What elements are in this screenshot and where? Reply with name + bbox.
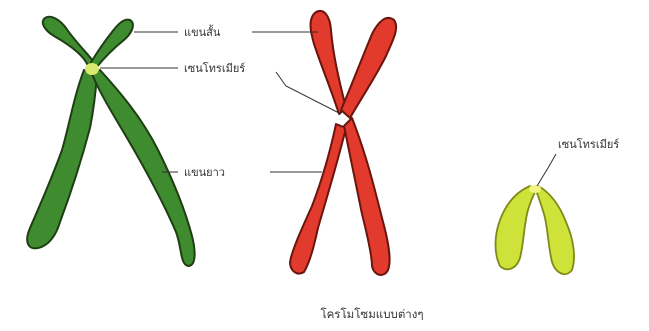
- label-long-arm: แขนยาว: [184, 166, 225, 179]
- green-centromere: [85, 63, 99, 75]
- yellow-chromosome: [496, 186, 575, 274]
- red-upper-left-arm: [311, 11, 347, 114]
- green-upper-left-arm: [43, 17, 94, 66]
- red-lower-left-arm: [290, 124, 346, 274]
- yellow-right-arm: [536, 186, 574, 274]
- label-centromere: เซนโทรเมียร์: [184, 61, 245, 75]
- green-upper-right-arm: [90, 20, 133, 68]
- red-lower-right-arm: [344, 118, 390, 275]
- green-lower-left-arm: [27, 70, 97, 248]
- red-upper-right-arm: [341, 18, 396, 118]
- label-centromere-right: เซนโทรเมียร์: [558, 137, 619, 151]
- figure-caption: โครโมโซมแบบต่างๆ: [320, 307, 423, 321]
- green-lower-right-arm: [92, 70, 195, 266]
- red-chromosome: [290, 11, 396, 275]
- yellow-left-arm: [496, 186, 537, 269]
- yellow-centromere: [529, 185, 541, 193]
- label-short-arm: แขนสั้น: [184, 24, 221, 39]
- leader-centromere-yellow: [537, 154, 556, 186]
- green-chromosome: [27, 17, 194, 266]
